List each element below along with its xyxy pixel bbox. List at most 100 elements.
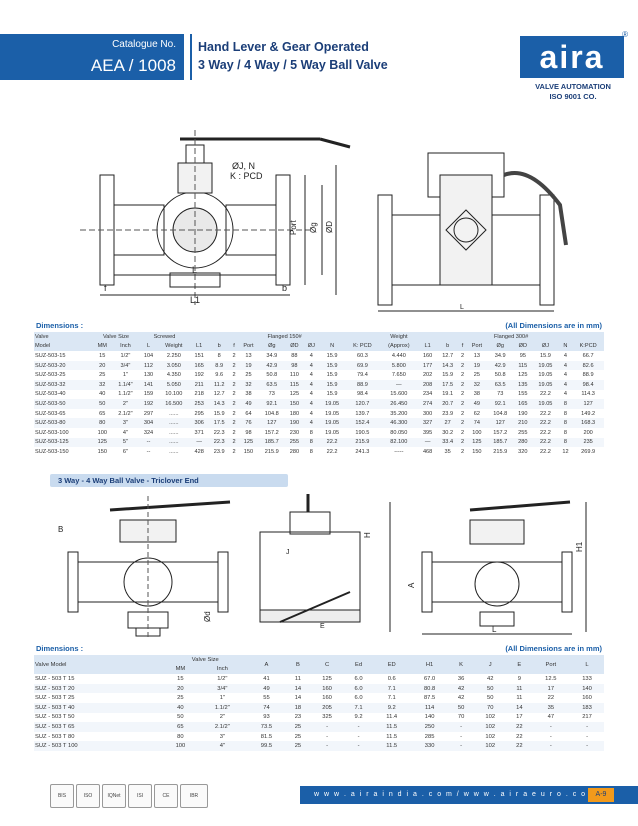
th-col-5: b (208, 341, 230, 352)
th-weight: Weight (379, 332, 419, 342)
table-cell: 13 (473, 352, 480, 359)
table-cell: 149.2 (581, 410, 596, 417)
table-cell: 180 (289, 410, 300, 417)
table-cell: 22.2 (539, 391, 551, 398)
table-cell: 285 (424, 733, 435, 740)
table-cell: 234 (422, 391, 433, 398)
table-cell: 7.1 (343, 702, 374, 713)
table-cell: — (379, 379, 419, 390)
table-cell: 125 (92, 437, 112, 448)
table-cell: 15.9 (213, 410, 225, 417)
table-cell: 100 (163, 741, 198, 751)
th-col-3: Weight (157, 341, 190, 352)
table-cell: 4" (197, 741, 248, 751)
table-cell: 22.2 (318, 437, 346, 448)
table-cell: 25 (285, 722, 311, 732)
table-cell: 2 (460, 448, 465, 455)
table-cell: 50.8 (266, 372, 278, 379)
table-cell: 120.7 (345, 399, 380, 409)
table-cell: 160 (422, 352, 433, 359)
table-cell: 104.8 (264, 410, 279, 417)
table-cell: 14 (285, 683, 311, 694)
table-cell: 2 (229, 360, 239, 371)
table-cell: 100 (97, 429, 107, 436)
table-cell: 25 (99, 372, 106, 379)
table-cell: 2" (219, 714, 225, 721)
table-cell: 165 (513, 399, 533, 409)
table-cell: 3" (111, 418, 140, 428)
table-cell: SUZ-503-100 (35, 429, 69, 436)
table-cell: - (343, 741, 374, 751)
table-cell: 74 (466, 418, 488, 428)
table-cell: 151 (194, 352, 204, 359)
table-cell: 80 (92, 418, 112, 428)
table-cell: 2 (458, 360, 467, 371)
table-cell: 300 (422, 410, 433, 417)
table-cell: 42 (457, 695, 465, 702)
table-cell: 11.4 (386, 714, 398, 721)
table-cell: 4 (303, 379, 319, 390)
table-cell: 4.440 (391, 352, 406, 359)
table-cell: 330 (410, 741, 449, 751)
table-cell: 160 (582, 695, 592, 702)
table-cell: 1" (122, 372, 128, 379)
table-cell: 125 (238, 437, 259, 448)
dim-label-port: Port (289, 220, 298, 235)
catalogue-box: Catalogue No. AEA / 1008 (0, 34, 184, 80)
table-cell: 2 (460, 429, 465, 436)
table-cell: 205 (310, 702, 344, 713)
table-cell: 6.0 (354, 675, 363, 682)
table-cell: 98.4 (356, 391, 368, 398)
table-cell: 150 (97, 448, 107, 455)
table-cell: 12.5 (545, 675, 557, 682)
table-cell: 23 (294, 714, 302, 721)
table-cell: 115 (285, 379, 304, 390)
table-cell: 22.2 (539, 429, 551, 436)
table-cell: 34.9 (494, 352, 506, 359)
table-cell: 12 (562, 448, 569, 455)
table-cell: 208 (418, 379, 437, 390)
table-cell: 16.500 (157, 399, 190, 409)
dim-label-kpcd: K : PCD (230, 171, 263, 181)
table-cell: 8 (558, 437, 573, 448)
th-col-16: f (458, 341, 467, 352)
footer-urls[interactable]: w w w . a i r a i n d i a . c o m / w w … (314, 791, 598, 798)
table-cell: 177 (418, 360, 437, 371)
table-cell: SUZ - 503 T 20 (34, 683, 164, 694)
table-cell: 99.5 (247, 741, 286, 751)
table-cell: 2 (458, 437, 467, 448)
d2-label-l: L (492, 625, 497, 634)
table-cell: 200 (583, 429, 593, 436)
table-cell: 19.05 (318, 418, 346, 428)
table-cell: 104 (143, 352, 154, 359)
th-col-17: Port (466, 341, 488, 352)
table-cell: 69.9 (345, 360, 380, 371)
table-cell: SUZ - 503 T 50 (35, 714, 75, 721)
table-cell: - (310, 741, 344, 751)
table-cell: 32 (238, 379, 259, 390)
table-cell: 269.9 (581, 448, 596, 455)
table-cell: 81.5 (260, 733, 273, 740)
aira-logo: aira ® VALVE AUTOMATION ISO 9001 CO. (518, 30, 628, 108)
table-cell: 36 (457, 675, 465, 682)
dim-label-od: ØD (325, 221, 334, 233)
table-cell: 80 (177, 733, 184, 740)
table-cell: 7.650 (391, 372, 406, 379)
table-cell: 17.5 (436, 379, 459, 390)
table-cell: 50 (473, 683, 508, 694)
table-cell: 190.5 (355, 429, 370, 436)
t2-th-h1: H1 (410, 655, 449, 675)
table-cell: 2.250 (166, 352, 181, 359)
table-cell: 102 (473, 741, 508, 751)
table-cell: 2 (229, 379, 239, 390)
table-cell: 133 (582, 675, 592, 682)
table-cell: 8 (558, 399, 573, 409)
table-cell: 18 (285, 702, 311, 713)
table-cell: 141 (139, 379, 158, 390)
table-cell: 2.1/2" (118, 410, 133, 417)
